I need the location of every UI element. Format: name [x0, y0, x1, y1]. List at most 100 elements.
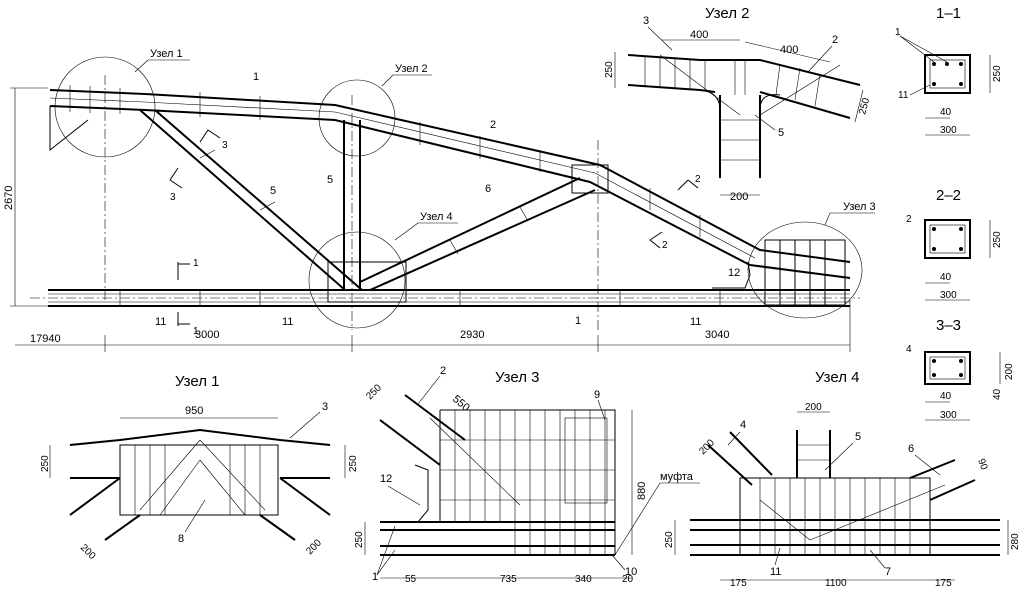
s11-mark11: 11	[898, 90, 909, 101]
section-1-1: 1–1 1 11 250 40 300	[895, 5, 1003, 136]
n1-w: 950	[185, 405, 203, 417]
cut-1-top: 1	[193, 258, 199, 269]
n3-d250: 250	[364, 382, 384, 402]
n4-b175l: 175	[730, 578, 747, 589]
node3-detail: Узел 3 880 250 250 550 55 735 340	[354, 365, 700, 585]
n4-b175r: 175	[935, 578, 952, 589]
n3-mufta: муфта	[660, 471, 694, 483]
cut-1-bottom: 1	[193, 326, 199, 337]
cut-2-bottom: 2	[662, 240, 668, 251]
dim-total: 17940	[30, 333, 61, 345]
n3-mark1: 1	[372, 571, 378, 583]
n4-mark5: 5	[855, 431, 861, 443]
n3-b340: 340	[575, 574, 592, 585]
n3-d550: 550	[450, 393, 472, 414]
n4-mark7: 7	[885, 566, 891, 578]
dim-span1: 3000	[195, 329, 219, 341]
s11-c: 40	[940, 107, 952, 118]
n2-mark5: 5	[778, 127, 784, 139]
n3-mark12: 12	[380, 473, 392, 485]
n3-h880: 880	[636, 482, 648, 500]
s33-c: 40	[940, 391, 952, 402]
n1-h-r: 250	[348, 455, 359, 472]
s11-mark1: 1	[895, 27, 901, 38]
mark-4: 5	[270, 185, 276, 197]
n1-d-r: 200	[304, 537, 324, 557]
s33-w: 300	[940, 410, 957, 421]
n2-h-right: 250	[857, 96, 872, 115]
node2-detail: Узел 2 400 400 250 250 200 3 2 5	[604, 5, 872, 203]
n4-d200: 200	[697, 437, 717, 457]
n3-b55: 55	[405, 574, 417, 585]
n4-h280: 280	[1010, 533, 1021, 550]
n4-d90: 90	[975, 457, 989, 472]
mark-1: 1	[575, 315, 581, 327]
label-node4: Узел 4	[420, 211, 453, 223]
title-node3: Узел 3	[495, 369, 540, 386]
n3-mark2: 2	[440, 365, 446, 377]
n2-mark2: 2	[832, 34, 838, 46]
n1-h-l: 250	[40, 455, 51, 472]
title-node2: Узел 2	[705, 5, 750, 22]
n4-mark11: 11	[770, 566, 781, 578]
n4-mark6: 6	[908, 443, 914, 455]
n2-h-left: 250	[604, 61, 615, 78]
s33-c2: 40	[992, 388, 1003, 400]
n1-mark8: 8	[178, 533, 184, 545]
s22-mark2: 2	[906, 214, 912, 225]
n3-b20: 20	[622, 574, 634, 585]
mark-11a: 11	[155, 316, 166, 328]
s22-h: 250	[992, 231, 1003, 248]
title-sec22: 2–2	[936, 187, 961, 204]
n3-mark9: 9	[594, 389, 600, 401]
title-sec33: 3–3	[936, 317, 961, 334]
n1-mark3: 3	[322, 401, 328, 413]
n2-mark3: 3	[643, 15, 649, 27]
main-labels: Узел 1 Узел 2 Узел 4 Узел 3 1 2 5 5 6 11…	[134, 48, 876, 337]
s22-w: 300	[940, 290, 957, 301]
mark-5: 5	[327, 174, 333, 186]
section-2-2: 2–2 2 250 40 300	[906, 187, 1003, 301]
cut-2-top: 2	[695, 174, 701, 185]
dim-span3: 3040	[705, 329, 729, 341]
section-3-3: 3–3 4 200 40 40 300	[906, 317, 1015, 421]
title-node1: Узел 1	[175, 373, 220, 390]
n3-h250: 250	[354, 531, 365, 548]
node1-detail: Узел 1 950 250 250 200 200 3 8	[40, 373, 359, 562]
main-dimensions: 2670 17940 3000 2930 3040	[3, 87, 851, 352]
n3-b735: 735	[500, 574, 517, 585]
node4-detail: Узел 4 200 200 90 250 280 175 1	[664, 369, 1021, 589]
s33-mark4: 4	[906, 344, 912, 355]
s33-h: 200	[1004, 363, 1015, 380]
label-node2: Узел 2	[395, 63, 428, 75]
mark-12: 12	[728, 267, 740, 279]
dim-span2: 2930	[460, 329, 484, 341]
n2-dim-b: 400	[780, 44, 798, 56]
s11-w: 300	[940, 125, 957, 136]
mark-3: 1	[253, 71, 259, 83]
n4-top: 200	[805, 402, 822, 413]
n1-d-l: 200	[78, 542, 98, 562]
title-node4: Узел 4	[815, 369, 860, 386]
s22-c: 40	[940, 272, 952, 283]
n2-dim-a: 400	[690, 29, 708, 41]
mark-2: 2	[490, 119, 496, 131]
truss-elevation	[30, 56, 863, 330]
cut-3-top: 3	[222, 140, 228, 151]
cut-3-bottom: 3	[170, 192, 176, 203]
label-node3: Узел 3	[843, 201, 876, 213]
dim-height: 2670	[3, 186, 15, 210]
n2-w-post: 200	[730, 191, 748, 203]
title-sec11: 1–1	[936, 5, 961, 22]
mark-11b: 11	[282, 316, 293, 328]
n4-h250: 250	[664, 531, 675, 548]
n4-mark4: 4	[740, 419, 746, 431]
mark-6: 6	[485, 183, 491, 195]
n3-mark10: 10	[625, 566, 637, 578]
n4-b1100: 1100	[825, 578, 847, 589]
label-node1: Узел 1	[150, 48, 183, 60]
mark-11c: 11	[690, 316, 701, 328]
s11-h: 250	[992, 65, 1003, 82]
